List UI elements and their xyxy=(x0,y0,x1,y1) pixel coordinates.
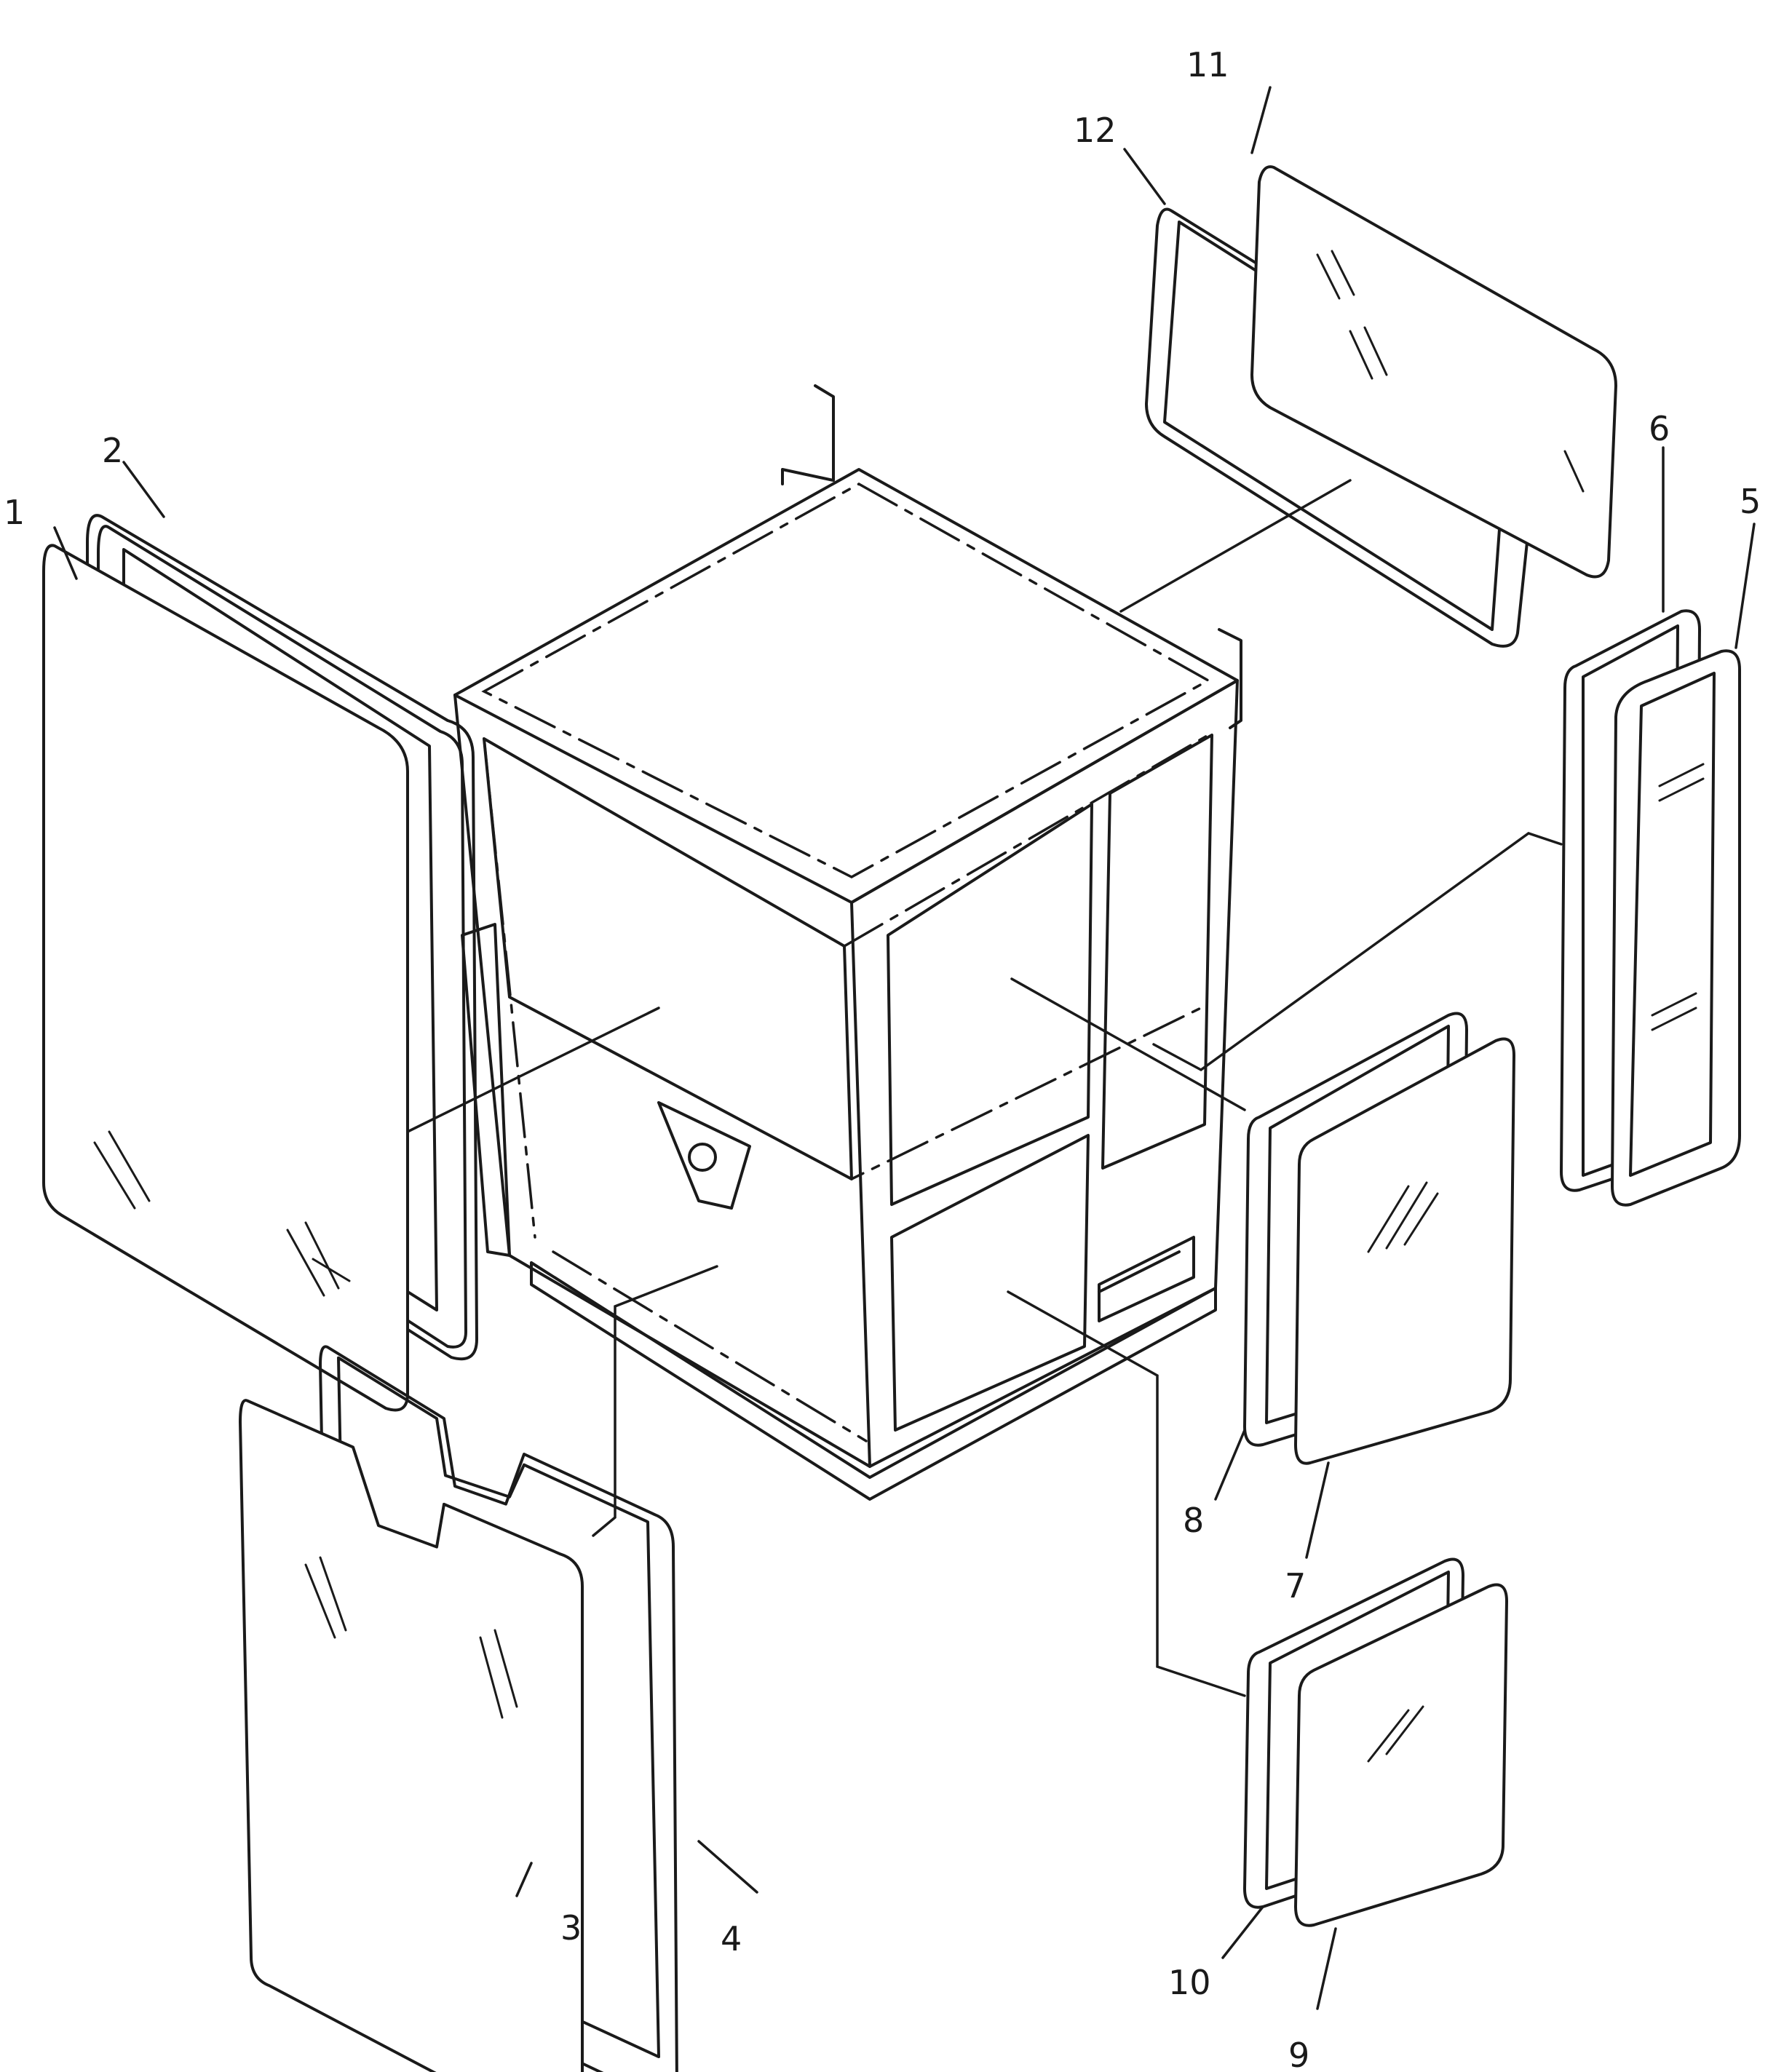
callout-2: 2 xyxy=(102,431,123,470)
callout-1: 1 xyxy=(4,493,25,532)
part-7-mid-glass xyxy=(1294,1037,1515,1465)
part-11-roof-glass xyxy=(1250,165,1617,579)
part-3-door-glass xyxy=(239,1399,584,2072)
callout-labels: 1 2 3 4 5 6 7 8 9 10 11 12 xyxy=(4,45,1761,2072)
callout-12: 12 xyxy=(1074,111,1117,150)
callout-4: 4 xyxy=(721,1919,742,1958)
callout-7: 7 xyxy=(1285,1566,1306,1605)
cab-frame xyxy=(453,384,1242,1501)
callout-3: 3 xyxy=(560,1908,582,1948)
callout-10: 10 xyxy=(1168,1963,1211,2002)
callout-9: 9 xyxy=(1288,2036,1309,2072)
callout-6: 6 xyxy=(1649,409,1670,448)
part-1-left-glass xyxy=(42,544,409,1412)
part-5-right-glass xyxy=(1611,649,1741,1207)
leader-lines xyxy=(53,86,1756,2010)
part-9-lower-glass xyxy=(1294,1583,1508,1927)
callout-11: 11 xyxy=(1186,45,1229,84)
callout-5: 5 xyxy=(1740,482,1761,521)
callout-8: 8 xyxy=(1183,1501,1204,1540)
